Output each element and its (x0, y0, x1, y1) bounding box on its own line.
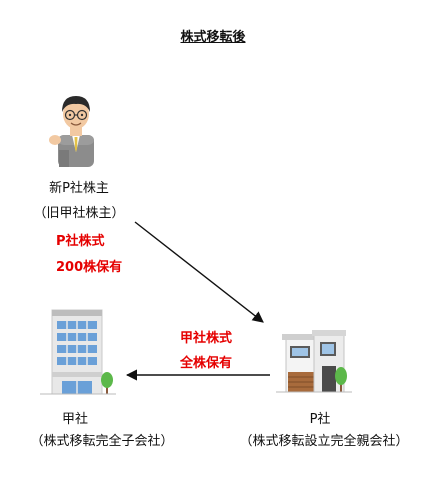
businessman-icon (49, 96, 94, 167)
parent-holding-line2: 全株保有 (180, 356, 233, 371)
shareholder-holding-line2: 200株保有 (56, 260, 123, 275)
shareholder-former-label: （旧甲社株主） (33, 206, 125, 221)
subsidiary-role: （株式移転完全子会社） (30, 434, 174, 449)
parent-name: P社 (309, 412, 331, 427)
parent-role: （株式移転設立完全親会社） (239, 434, 409, 449)
subsidiary-name: 甲社 (61, 412, 88, 427)
shareholder-to-parent-arrow (134, 221, 264, 323)
page-title: 株式移転後 (180, 30, 246, 45)
office-building-icon (40, 309, 116, 395)
house-icon (276, 330, 352, 393)
shareholder-name: 新P社株主 (49, 181, 109, 196)
parent-holding-line1: 甲社株式 (180, 331, 233, 346)
shareholder-holding-line1: P社株式 (56, 234, 105, 249)
